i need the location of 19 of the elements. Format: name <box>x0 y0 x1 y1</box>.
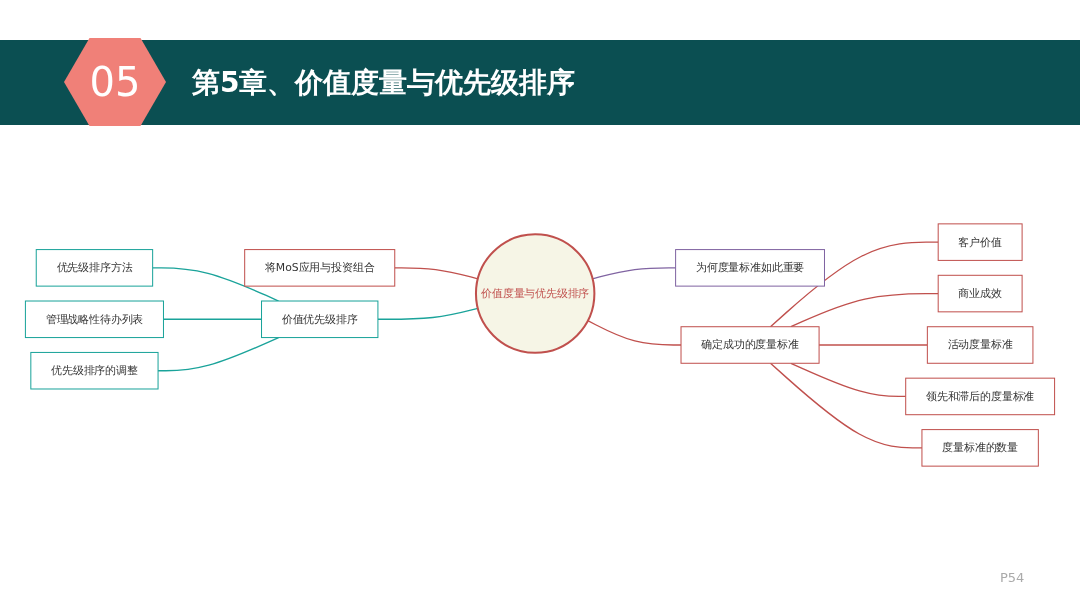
connector <box>769 241 939 328</box>
node-box: 价值优先级排序 <box>261 300 379 339</box>
title: 第5章、价值度量与优先级排序 <box>192 65 576 101</box>
node-box: 管理战略性待办列表 <box>24 300 164 339</box>
connector <box>790 292 939 328</box>
node-box: 优先级排序的调整 <box>30 351 159 390</box>
node-box: 活动度量标准 <box>926 326 1034 364</box>
page-number: P54 <box>1000 570 1025 585</box>
node-box: 度量标准的数量 <box>921 429 1039 467</box>
node-box: 领先和滞后的度量标准 <box>905 377 1056 416</box>
node-box: 为何度量标准如此重要 <box>675 249 825 287</box>
node-box: 确定成功的度量标准 <box>680 326 820 364</box>
connector <box>587 320 682 346</box>
node-box: 优先级排序方法 <box>35 249 154 287</box>
node-box: 商业成效 <box>937 274 1023 313</box>
node-box: 将MoS应用与投资组合 <box>244 249 396 287</box>
node-circle: 价值度量与优先级排序 <box>474 233 596 354</box>
node-box: 客户价值 <box>937 223 1023 261</box>
connector <box>394 267 479 280</box>
